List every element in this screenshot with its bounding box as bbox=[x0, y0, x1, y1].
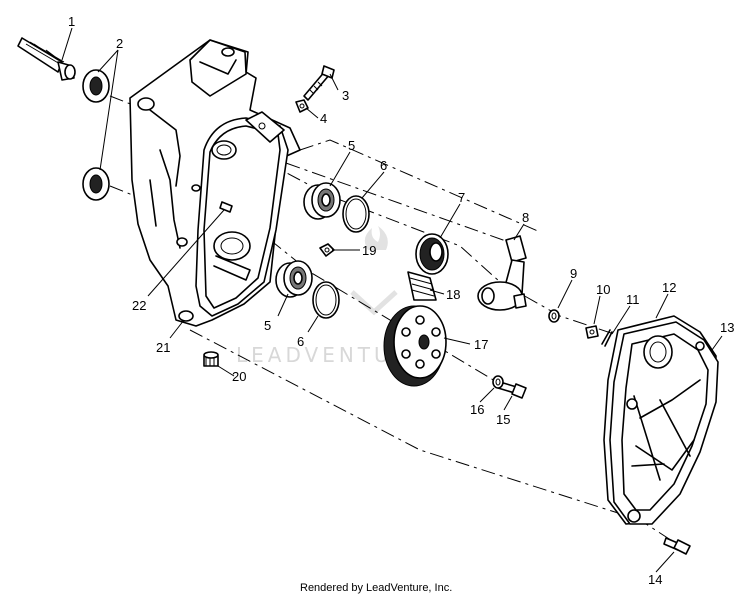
part-8-tensioner bbox=[477, 235, 527, 311]
callout-7: 7 bbox=[458, 190, 465, 205]
part-21-chaincase-housing bbox=[129, 39, 301, 327]
part-18-chain bbox=[407, 271, 437, 301]
callout-12: 12 bbox=[662, 280, 676, 295]
callout-15: 15 bbox=[496, 412, 510, 427]
part-3-bolt bbox=[303, 65, 335, 101]
callout-22: 22 bbox=[132, 298, 146, 313]
callout-9: 9 bbox=[570, 266, 577, 281]
part-4-nut bbox=[295, 99, 309, 113]
callout-13: 13 bbox=[720, 320, 734, 335]
callout-20: 20 bbox=[232, 369, 246, 384]
part-5-bearing-upper bbox=[303, 182, 341, 220]
callout-8: 8 bbox=[522, 210, 529, 225]
callout-17: 17 bbox=[474, 337, 488, 352]
part-1-shaft bbox=[17, 37, 76, 81]
callout-10: 10 bbox=[596, 282, 610, 297]
part-13-chaincase-cover bbox=[609, 321, 719, 525]
callout-21: 21 bbox=[156, 340, 170, 355]
part-20-plug bbox=[203, 351, 219, 367]
part-9-washer bbox=[548, 309, 560, 323]
callout-3: 3 bbox=[342, 88, 349, 103]
callout-6-lower: 6 bbox=[297, 334, 304, 349]
callout-2: 2 bbox=[116, 36, 123, 51]
part-6-snap-rings bbox=[312, 195, 370, 319]
part-15-bolt bbox=[497, 381, 527, 399]
part-16-washer bbox=[492, 375, 504, 389]
part-17-lower-sprocket bbox=[383, 305, 447, 387]
footer-credit: Rendered by LeadVenture, Inc. bbox=[300, 582, 452, 594]
callout-labels: 1 2 3 4 5 5 6 6 7 8 9 10 11 12 13 14 15 … bbox=[68, 14, 734, 587]
callout-19: 19 bbox=[362, 243, 376, 258]
callout-18: 18 bbox=[446, 287, 460, 302]
callout-16: 16 bbox=[470, 402, 484, 417]
callout-14: 14 bbox=[648, 572, 662, 587]
part-11-cotter-pin bbox=[601, 329, 613, 347]
callout-1: 1 bbox=[68, 14, 75, 29]
callout-11: 11 bbox=[626, 292, 640, 307]
callout-4: 4 bbox=[320, 111, 327, 126]
callout-leaders bbox=[61, 27, 723, 573]
part-14-bolt bbox=[663, 537, 691, 555]
part-19-nut bbox=[319, 243, 335, 257]
callout-6-upper: 6 bbox=[380, 158, 387, 173]
callout-5-upper: 5 bbox=[348, 138, 355, 153]
part-10-nut bbox=[585, 325, 599, 339]
part-7-upper-sprocket bbox=[415, 233, 449, 275]
part-2-seals bbox=[82, 69, 110, 201]
part-5-bearing-lower bbox=[275, 260, 313, 298]
callout-5-lower: 5 bbox=[264, 318, 271, 333]
